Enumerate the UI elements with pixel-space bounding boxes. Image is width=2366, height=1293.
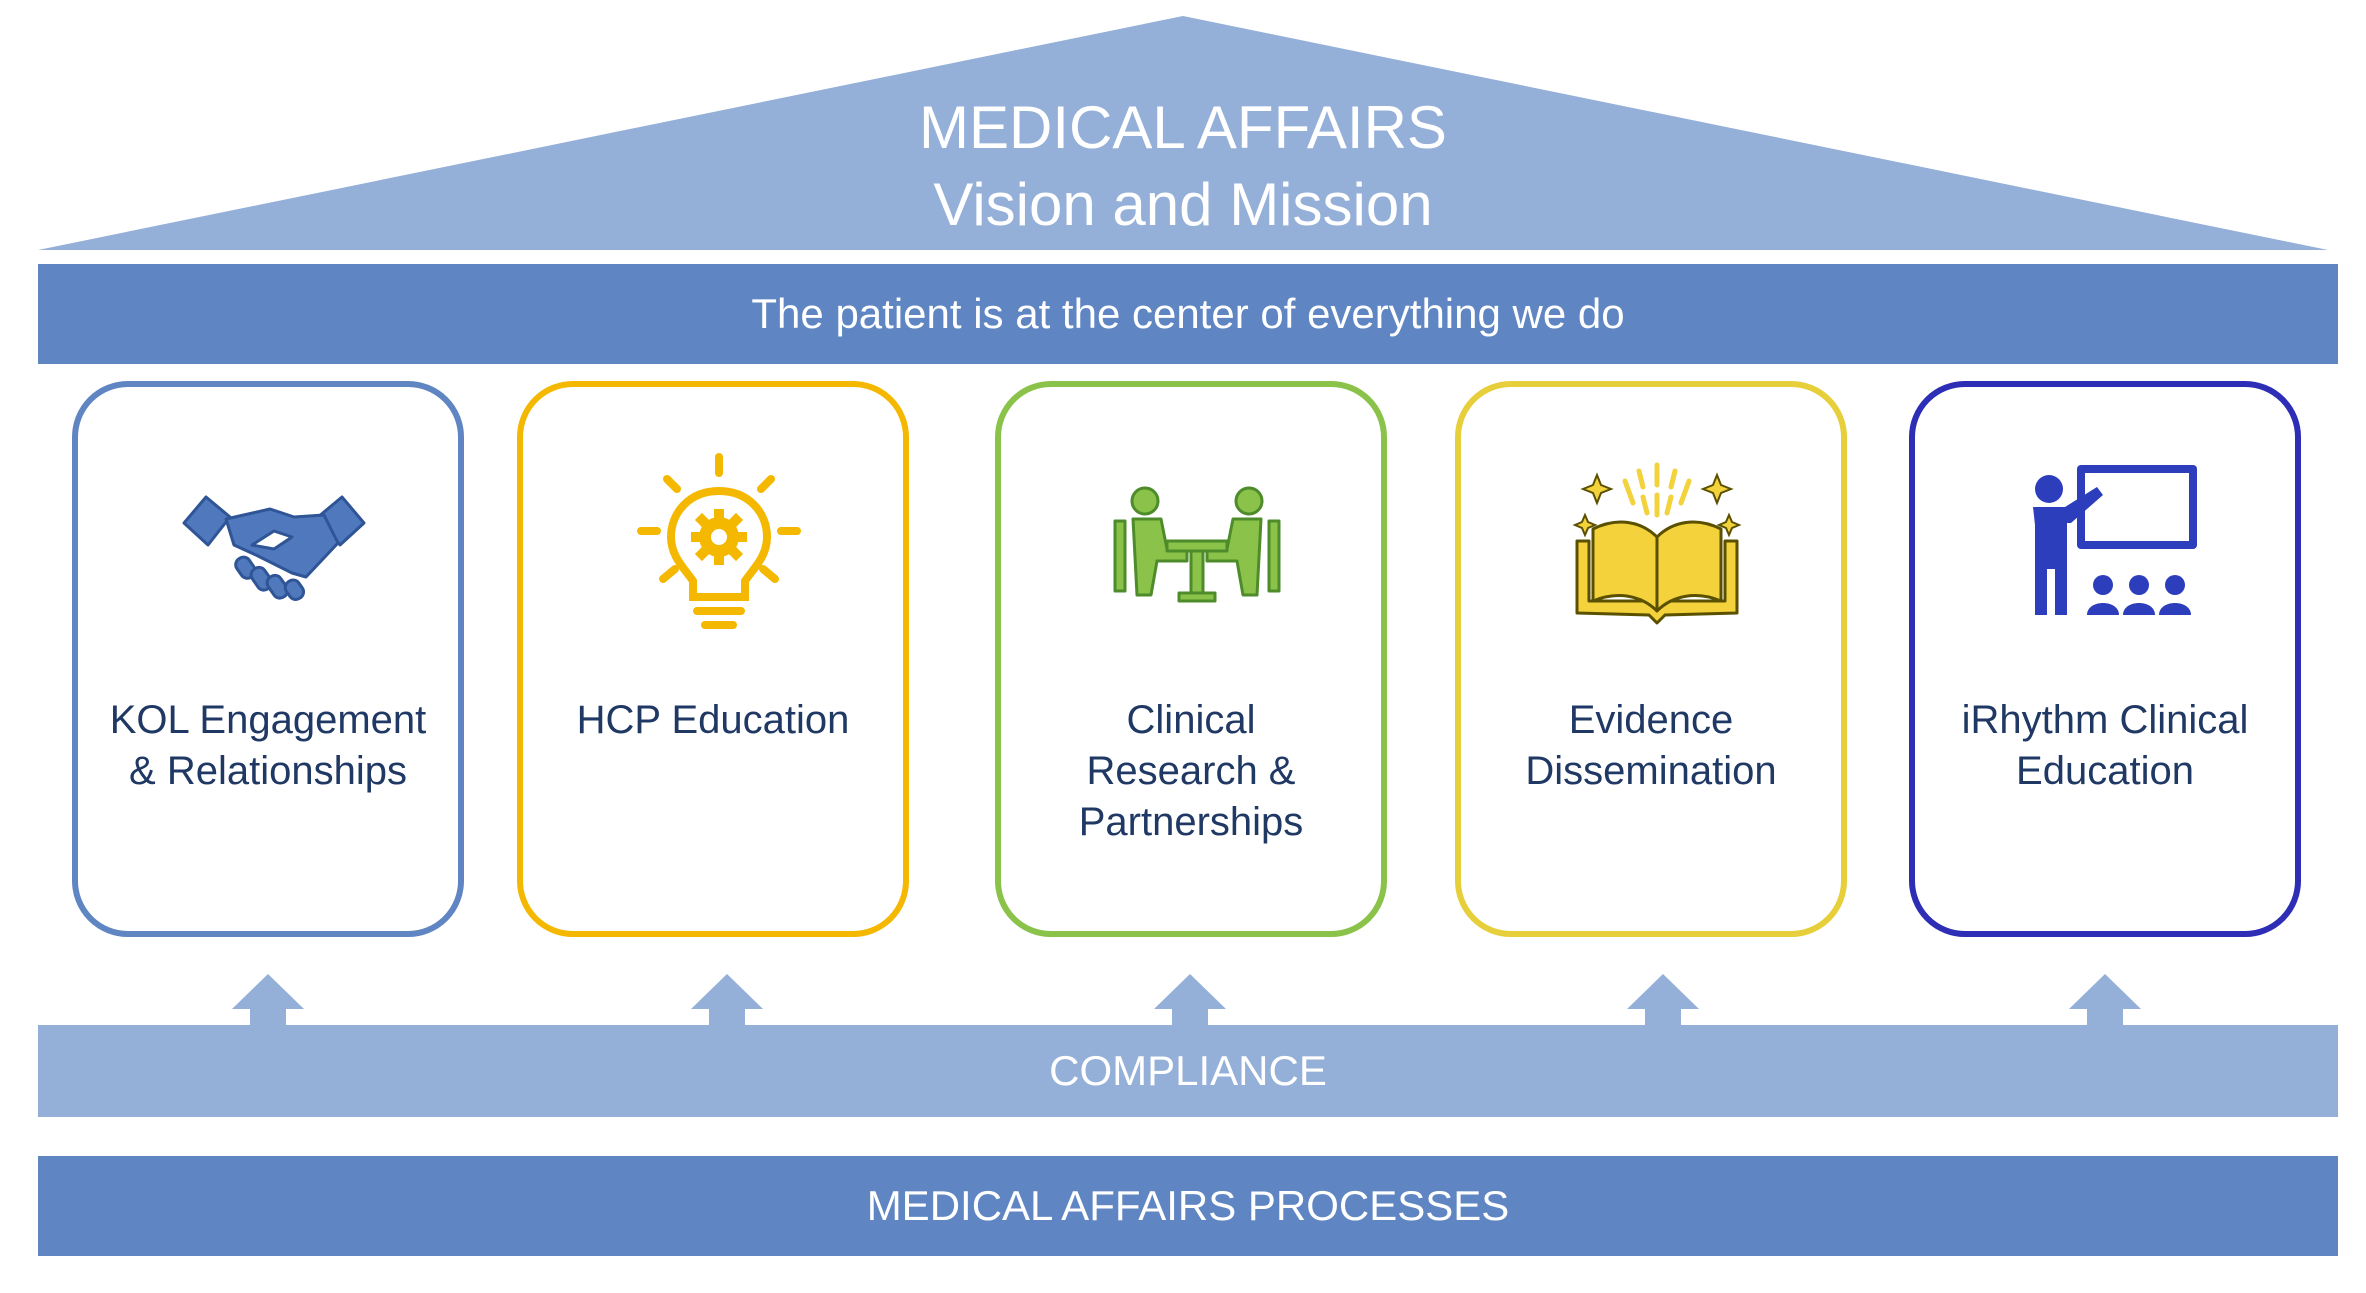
roof-title: MEDICAL AFFAIRS (919, 94, 1447, 161)
up-arrow-icon (232, 974, 304, 1027)
teacher-board-icon (2033, 465, 2197, 615)
up-arrow-icon (1154, 974, 1226, 1027)
pillar-label: Evidence Dissemination (1525, 698, 1777, 793)
up-arrow-icon (2069, 974, 2141, 1027)
pillar-hcp-education: HCP Education (517, 381, 909, 937)
pillar-label: HCP Education (576, 698, 850, 742)
processes-band: MEDICAL AFFAIRS PROCESSES (38, 1156, 2338, 1256)
roof-triangle (38, 16, 2328, 250)
compliance-band: COMPLIANCE (38, 1025, 2338, 1117)
handshake-icon (182, 495, 366, 601)
pillar-label: KOL Engagement & Relationships (109, 698, 427, 793)
open-book-icon (1572, 462, 1742, 625)
pillar-kol-engagement: KOL Engagement & Relationships (72, 381, 464, 937)
up-arrow-icon (1627, 974, 1699, 1027)
patient-band: The patient is at the center of everythi… (38, 264, 2338, 364)
lightbulb-gear-icon (637, 453, 801, 629)
meeting-table-icon (1113, 486, 1281, 603)
pillar-label: Clinical Research & Partnerships (1078, 698, 1304, 844)
roof-subtitle: Vision and Mission (933, 171, 1433, 238)
pillar-evidence-dissemination: Evidence Dissemination (1455, 381, 1847, 937)
up-arrow-icon (691, 974, 763, 1027)
pillar-irhythm-clinical-education: iRhythm Clinical Education (1909, 381, 2301, 937)
pillar-clinical-research: Clinical Research & Partnerships (995, 381, 1387, 937)
pillar-label: iRhythm Clinical Education (1961, 698, 2249, 793)
